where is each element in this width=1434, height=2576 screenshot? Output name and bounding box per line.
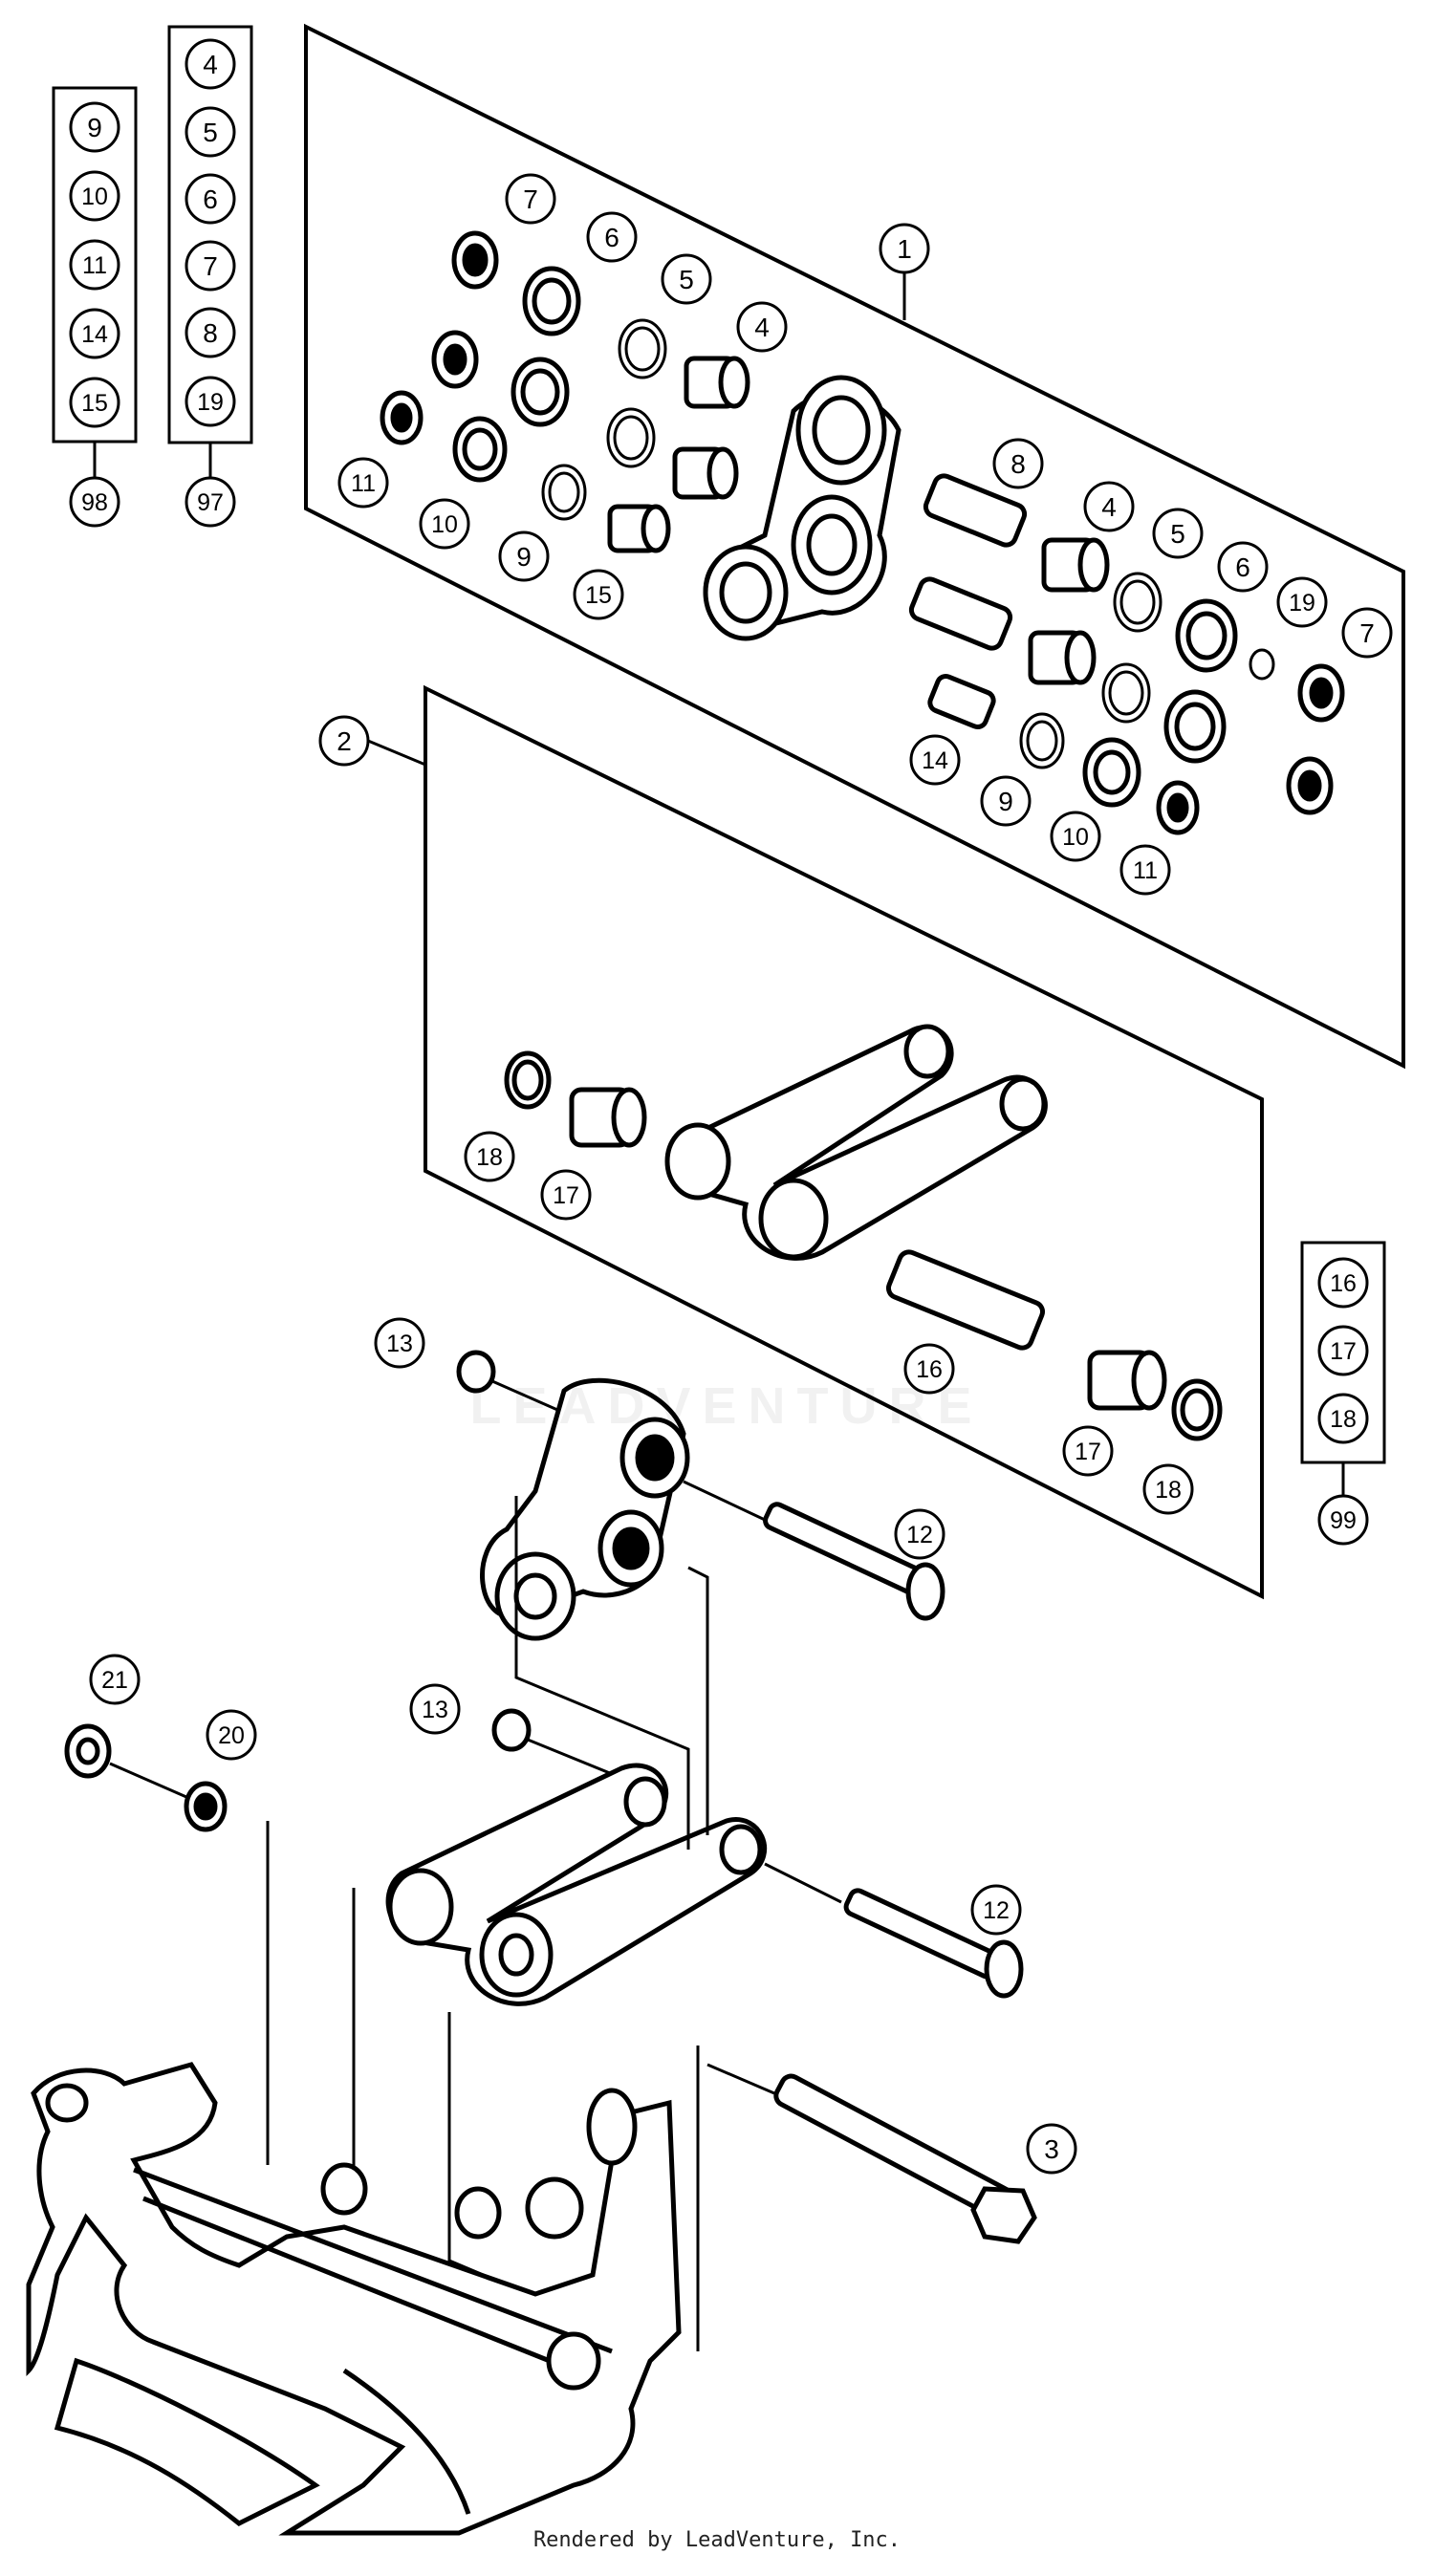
svg-text:12: 12 (906, 1522, 933, 1548)
callout-17-left: 17 (540, 1169, 592, 1221)
callout-18-left: 18 (464, 1131, 515, 1182)
callout-15: 15 (573, 569, 624, 620)
svg-text:16: 16 (916, 1356, 943, 1383)
callout-8: 8 (992, 438, 1044, 489)
svg-text:4: 4 (754, 313, 770, 342)
svg-text:9: 9 (87, 113, 102, 142)
callout-7-right: 7 (1341, 607, 1393, 659)
callout-11-left: 11 (337, 457, 389, 509)
svg-text:9: 9 (516, 542, 532, 572)
svg-text:18: 18 (1155, 1477, 1182, 1504)
callout-21: 21 (89, 1654, 141, 1705)
callout-1: 1 (879, 223, 930, 274)
refbox-99: 16 17 18 99 (1300, 1241, 1386, 1546)
callout-2-label: 2 (337, 726, 352, 756)
svg-text:5: 5 (203, 118, 218, 147)
svg-text:6: 6 (1235, 552, 1250, 582)
pin-8 (923, 473, 1028, 548)
svg-text:14: 14 (922, 747, 948, 774)
callout-12-upper: 12 (894, 1508, 945, 1560)
svg-text:7: 7 (1359, 618, 1375, 648)
callout-12-lower: 12 (970, 1884, 1022, 1936)
refbox-97: 4 5 6 7 8 19 97 (167, 25, 253, 528)
nut-13-upper (456, 1350, 496, 1394)
callout-17-right: 17 (1062, 1425, 1114, 1477)
refbox-98: 9 10 11 14 15 98 (52, 86, 138, 528)
callout-19: 19 (1276, 576, 1328, 628)
svg-text:18: 18 (476, 1144, 503, 1171)
svg-text:5: 5 (1170, 519, 1185, 549)
svg-text:19: 19 (1289, 590, 1315, 617)
callout-4-right: 4 (1083, 481, 1135, 532)
callout-10-left: 10 (419, 498, 470, 550)
pin-16 (885, 1249, 1046, 1351)
callout-6-top: 6 (586, 211, 638, 263)
refbox-99-tag: 99 (1330, 1507, 1357, 1534)
callout-13-lower: 13 (409, 1683, 461, 1735)
svg-text:18: 18 (1330, 1406, 1357, 1433)
nut-13-lower (491, 1708, 532, 1752)
callout-13-upper: 13 (374, 1317, 425, 1369)
svg-text:7: 7 (203, 251, 218, 281)
svg-text:16: 16 (1330, 1270, 1357, 1297)
callout-5-right: 5 (1152, 508, 1204, 559)
svg-text:13: 13 (386, 1331, 413, 1357)
refbox-97-tag: 97 (197, 489, 224, 516)
svg-text:13: 13 (422, 1697, 448, 1723)
callout-3: 3 (1026, 2123, 1077, 2175)
callout-11-right: 11 (1119, 844, 1171, 896)
callout-14: 14 (909, 734, 961, 786)
svg-text:17: 17 (1330, 1338, 1357, 1365)
svg-text:20: 20 (218, 1722, 245, 1749)
svg-text:7: 7 (523, 184, 538, 214)
pin-14 (927, 673, 996, 730)
callout-1-label: 1 (897, 234, 912, 264)
callout-2: 2 (318, 715, 370, 767)
footer-credit: Rendered by LeadVenture, Inc. (532, 2528, 902, 2552)
svg-text:21: 21 (101, 1667, 128, 1694)
svg-text:19: 19 (197, 389, 224, 416)
svg-text:11: 11 (351, 470, 376, 497)
pin-right-b (908, 576, 1013, 651)
svg-text:5: 5 (679, 265, 694, 294)
callout-3-label: 3 (1044, 2134, 1059, 2164)
kit-2-parts (504, 1024, 1223, 1441)
svg-text:4: 4 (203, 50, 218, 79)
svg-text:11: 11 (82, 252, 107, 279)
svg-text:10: 10 (431, 511, 458, 538)
svg-text:17: 17 (553, 1182, 579, 1209)
assembly-lines (266, 1496, 709, 2366)
callout-18-right: 18 (1142, 1463, 1194, 1515)
svg-text:10: 10 (1062, 824, 1089, 851)
watermark-logo: LEADVENTURE (469, 1377, 984, 1435)
kit-1-parts (380, 230, 1345, 835)
assembled-linkage (64, 1350, 1037, 2244)
svg-text:11: 11 (1133, 857, 1158, 884)
refbox-98-tag: 98 (81, 489, 108, 516)
callout-20: 20 (206, 1709, 257, 1761)
svg-text:6: 6 (203, 184, 218, 214)
svg-text:10: 10 (81, 184, 108, 210)
svg-text:15: 15 (585, 582, 612, 609)
svg-text:14: 14 (81, 321, 108, 348)
oring-19 (1249, 648, 1275, 681)
callout-6-right: 6 (1217, 541, 1269, 593)
callout-16: 16 (903, 1343, 955, 1395)
svg-text:8: 8 (1010, 449, 1026, 479)
callout-7-top: 7 (505, 173, 556, 225)
svg-text:17: 17 (1075, 1439, 1101, 1465)
callout-9-right: 9 (980, 775, 1032, 827)
callout-9-left: 9 (498, 530, 550, 582)
callout-4-top: 4 (736, 301, 788, 353)
svg-text:12: 12 (983, 1897, 1010, 1924)
callout-10-right: 10 (1050, 811, 1101, 862)
callout-5-top: 5 (661, 253, 712, 305)
svg-text:9: 9 (998, 787, 1013, 816)
svg-text:4: 4 (1101, 492, 1117, 522)
svg-text:6: 6 (604, 223, 619, 252)
frame-section (26, 2062, 682, 2536)
svg-text:8: 8 (203, 318, 218, 348)
svg-text:15: 15 (81, 390, 108, 417)
